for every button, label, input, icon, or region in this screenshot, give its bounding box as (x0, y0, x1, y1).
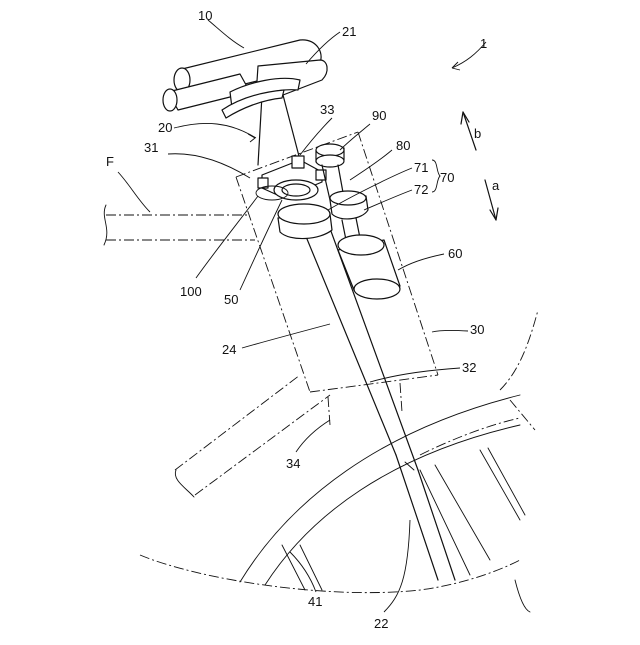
label-1: 1 (480, 36, 487, 51)
cap-90 (316, 144, 344, 167)
label-31: 31 (144, 140, 158, 155)
label-22: 22 (374, 616, 388, 631)
label-90: 90 (372, 108, 386, 123)
label-32: 32 (462, 360, 476, 375)
label-71: 71 (414, 160, 428, 175)
bracket-70 (432, 160, 440, 192)
weight-60 (338, 235, 400, 299)
label-80: 80 (396, 138, 410, 153)
label-20: 20 (158, 120, 172, 135)
sleeve-71 (278, 204, 332, 239)
label-a: a (492, 178, 500, 193)
label-24: 24 (222, 342, 236, 357)
front-wheel (140, 310, 538, 612)
frame-top-tube (104, 205, 255, 245)
label-F: F (106, 154, 114, 169)
label-30: 30 (470, 322, 484, 337)
handle-post-20 (258, 95, 300, 165)
bearing-50 (274, 180, 318, 200)
label-72: 72 (414, 182, 428, 197)
label-60: 60 (448, 246, 462, 261)
frame-down-tube (175, 375, 330, 497)
label-10: 10 (198, 8, 212, 23)
label-34: 34 (286, 456, 300, 471)
label-21: 21 (342, 24, 356, 39)
label-41: 41 (308, 594, 322, 609)
label-70: 70 (440, 170, 454, 185)
label-33: 33 (320, 102, 334, 117)
label-b: b (474, 126, 481, 141)
label-50: 50 (224, 292, 238, 307)
label-100: 100 (180, 284, 202, 299)
